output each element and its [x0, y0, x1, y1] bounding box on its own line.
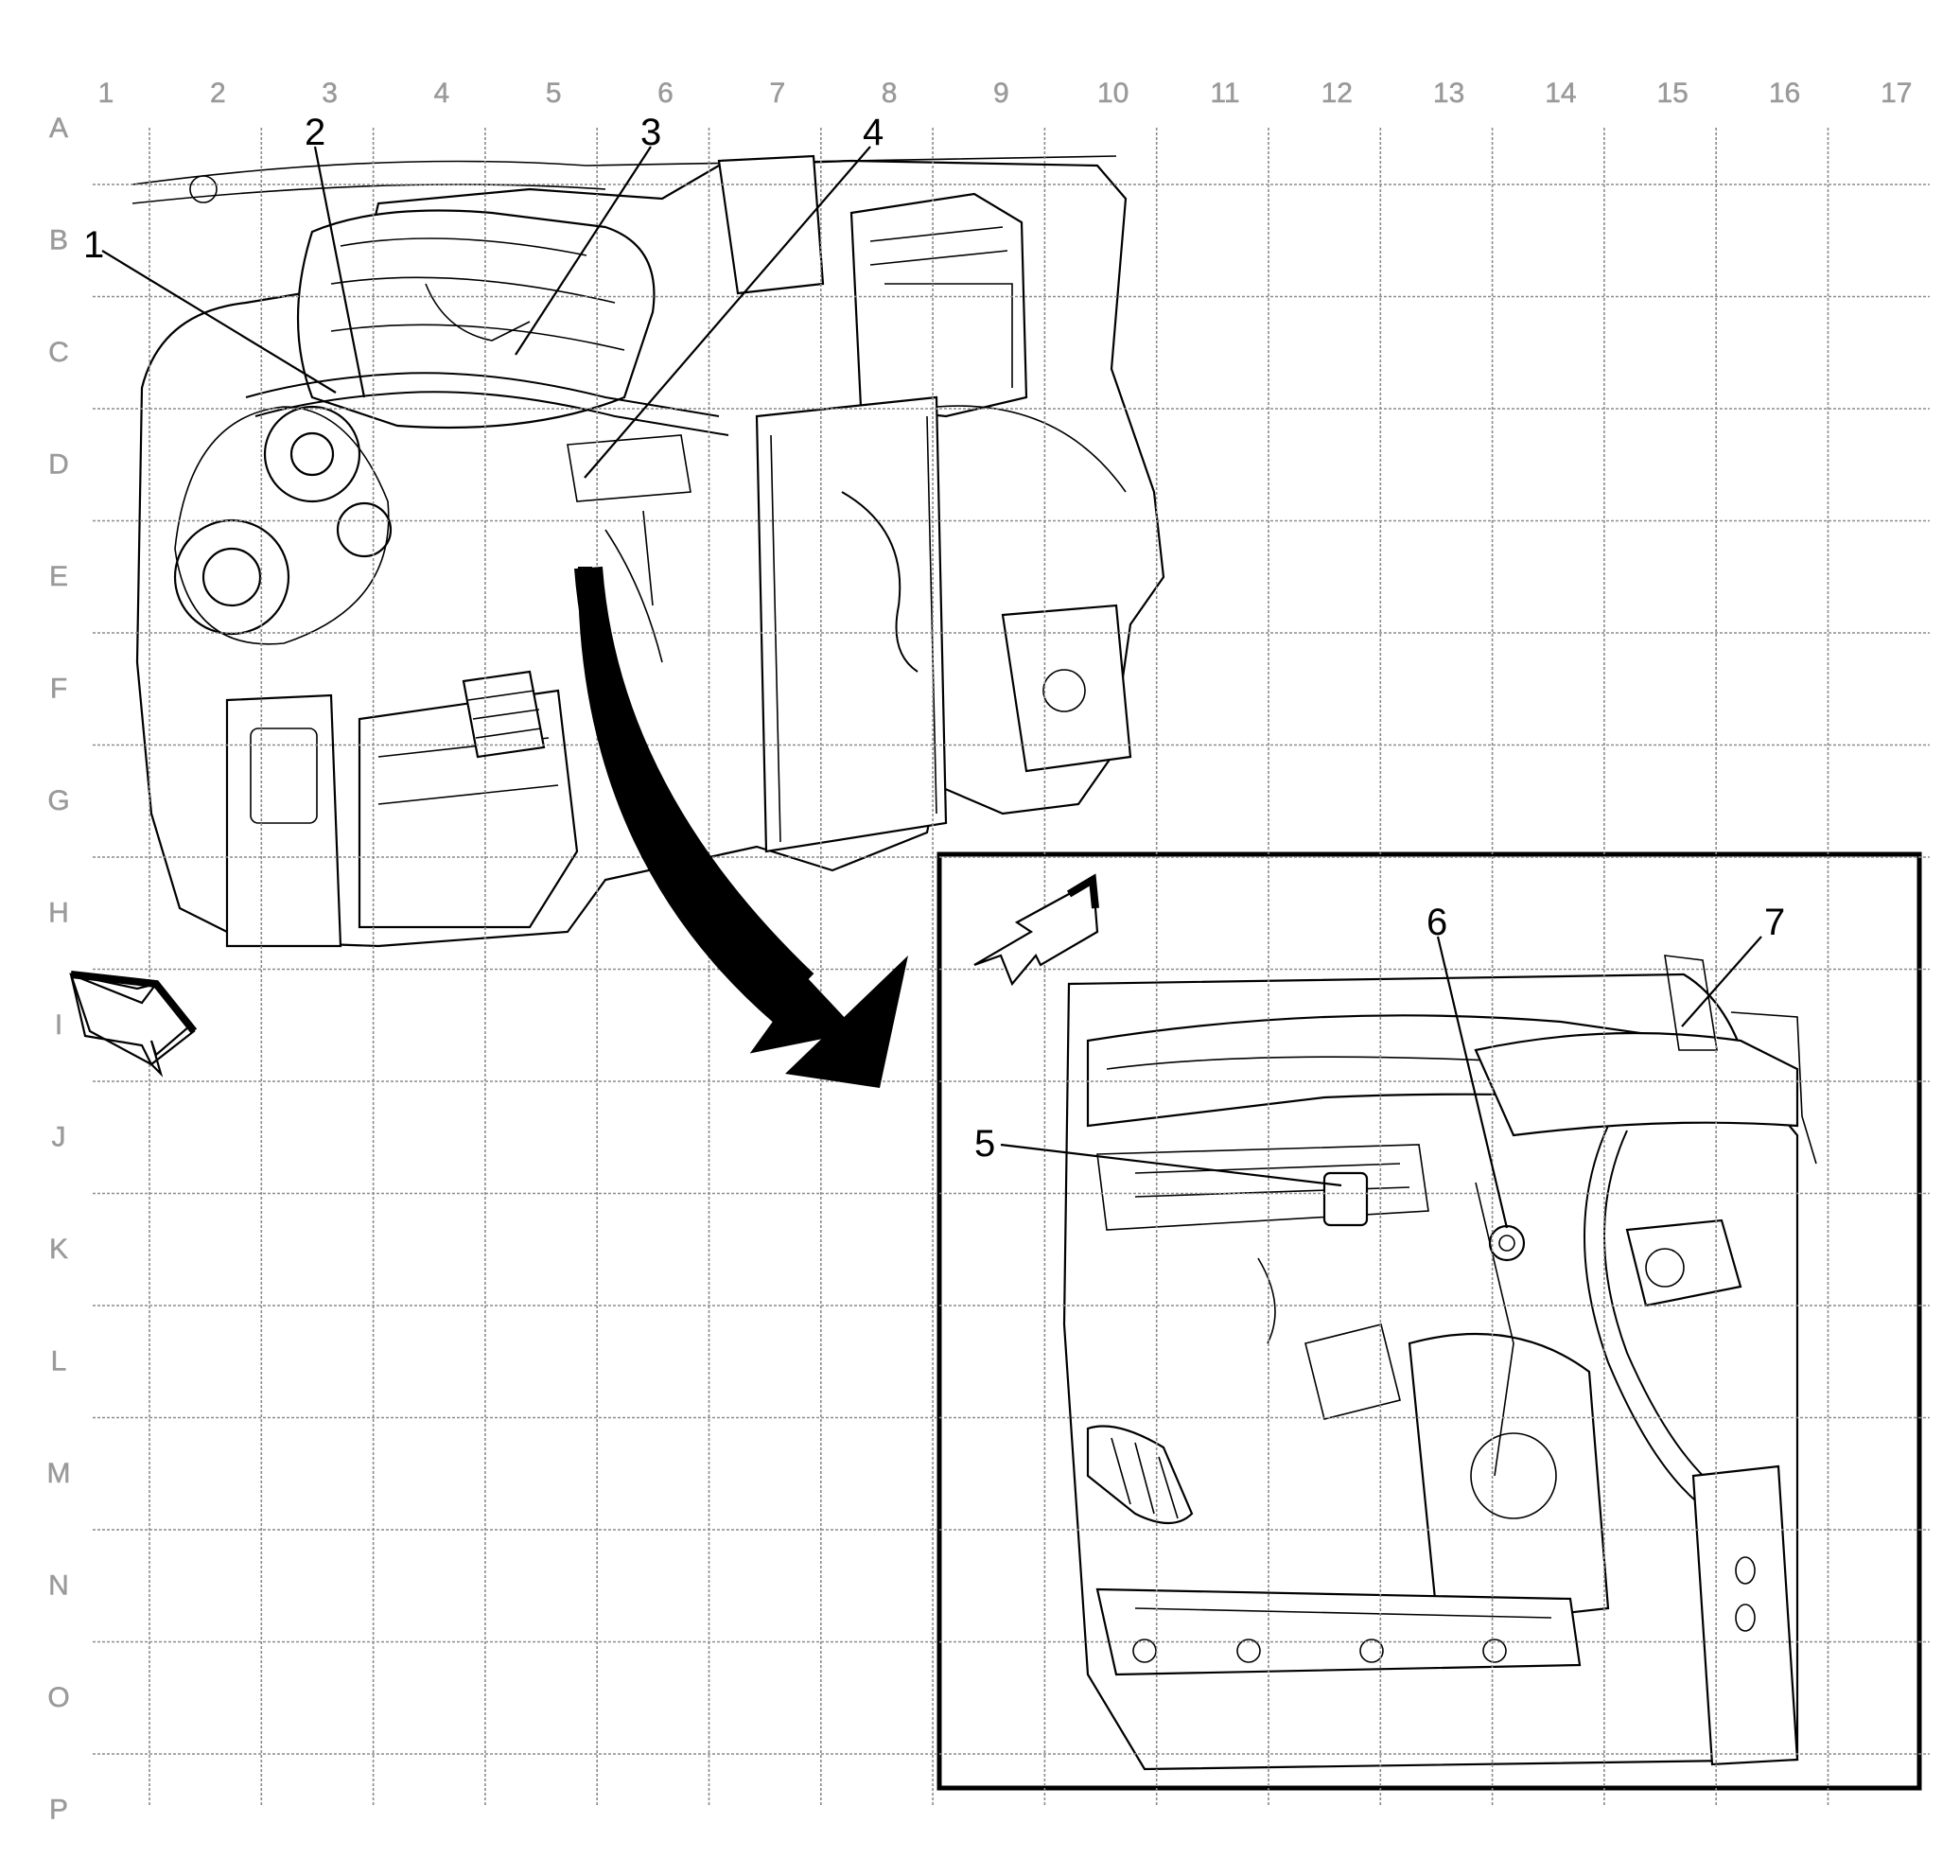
- grid-column-label: 8: [882, 78, 898, 109]
- callout-1: 1: [83, 224, 104, 266]
- grid-row-label: H: [48, 898, 69, 929]
- grid-row-label: K: [49, 1234, 68, 1265]
- front-direction-arrow-icon-detail: [973, 873, 1099, 987]
- grid-column-label: 6: [657, 78, 674, 109]
- grid-row-label: G: [47, 785, 69, 816]
- grid-column-label: 9: [993, 78, 1009, 109]
- grid-row-label: L: [51, 1346, 67, 1377]
- grid-row-label: D: [48, 449, 69, 481]
- curved-arrow-icon: [574, 566, 908, 1088]
- grid-column-label: 5: [546, 78, 562, 109]
- grid-column-label: 3: [322, 78, 338, 109]
- grid-row-label: I: [55, 1009, 62, 1041]
- grid-column-label: 10: [1097, 78, 1129, 109]
- callout-7: 7: [1764, 902, 1785, 943]
- grid-column-label: 14: [1545, 78, 1576, 109]
- callout-6: 6: [1426, 902, 1447, 943]
- grid-column-label: 12: [1321, 78, 1353, 109]
- main-engine-view: [131, 154, 1165, 948]
- grid-row-label: N: [48, 1570, 69, 1602]
- grid-column-label: 1: [98, 78, 114, 109]
- grid-column-label: 2: [210, 78, 226, 109]
- grid-column-label: 4: [434, 78, 450, 109]
- detail-engine-view: [936, 851, 1922, 1791]
- grid-row-label: A: [49, 113, 68, 144]
- grid-row-label: F: [50, 674, 67, 705]
- callouts: 1 2 3 4 5 6 7: [83, 112, 1785, 1165]
- front-direction-arrow-icon: [69, 971, 198, 1078]
- callout-4: 4: [863, 112, 884, 153]
- grid-row-label: O: [47, 1682, 69, 1713]
- grid-row-label: M: [47, 1458, 71, 1489]
- grid-row-label: J: [52, 1122, 66, 1153]
- grid-row-label: E: [49, 561, 68, 592]
- grid-column-label: 17: [1881, 78, 1912, 109]
- grid-column-label: 7: [769, 78, 785, 109]
- grid-column-label: 15: [1657, 78, 1689, 109]
- grid-column-label: 11: [1210, 78, 1239, 109]
- callout-3: 3: [640, 112, 661, 153]
- leader-lines: [101, 146, 1762, 1229]
- grid-row-label: C: [48, 337, 69, 368]
- callout-5: 5: [974, 1123, 995, 1165]
- grid-row-label: B: [49, 225, 68, 256]
- grid-column-label: 13: [1433, 78, 1464, 109]
- grid-row-label: P: [49, 1795, 68, 1826]
- grid-column-label: 16: [1769, 78, 1800, 109]
- callout-2: 2: [305, 112, 325, 153]
